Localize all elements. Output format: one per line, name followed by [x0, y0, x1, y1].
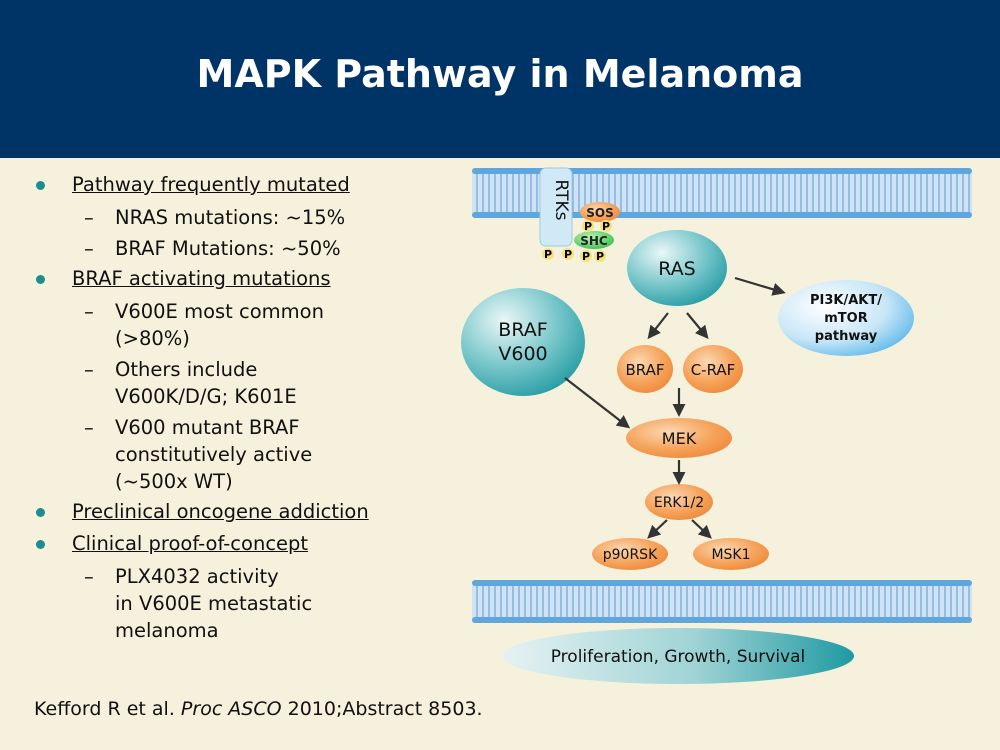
dash-icon: –: [84, 416, 94, 439]
bullet-text: BRAF activating mutations: [72, 267, 331, 290]
pi3k-label-line1: PI3K/AKT/: [810, 293, 882, 308]
title-banner: [0, 0, 1000, 158]
braf-v600-label-line1: BRAF: [498, 319, 547, 341]
sub-bullet-text: (>80%): [115, 327, 190, 350]
bullet-item: Preclinical oncogene addiction: [34, 497, 454, 527]
bullet-item: BRAF activating mutations: [34, 264, 454, 294]
p90rsk-node: [592, 538, 668, 570]
phospho-label: P: [602, 220, 610, 233]
bullet-item: Pathway frequently mutated: [34, 170, 454, 200]
pathway-arrows: [564, 276, 786, 539]
pi3k-label-line2: mTOR: [824, 311, 867, 326]
outcome-node: [502, 628, 854, 684]
sub-bullet-item: – V600 mutant BRAF constitutively active…: [34, 414, 454, 495]
sub-bullet-item: – BRAF Mutations: ~50%: [34, 235, 454, 262]
p90rsk-label: p90RSK: [603, 547, 658, 563]
arrow-ras-craf: [686, 312, 709, 340]
dash-icon: –: [84, 358, 94, 381]
bullet-item: Clinical proof-of-concept: [34, 529, 454, 559]
sub-bullet-text: Others include: [115, 358, 258, 381]
slide-title: MAPK Pathway in Melanoma: [196, 52, 804, 96]
mek-label: MEK: [662, 429, 697, 448]
sub-bullet-text: V600K/D/G; K601E: [115, 385, 297, 408]
rtks-label: RTKs: [551, 180, 571, 221]
shc-label: SHC: [580, 234, 608, 248]
phospho-label: P: [584, 220, 592, 233]
arrow-erk-msk1: [691, 519, 712, 539]
sub-bullet-item: – NRAS mutations: ~15%: [34, 204, 454, 231]
bullet-text: Clinical proof-of-concept: [72, 532, 309, 555]
sos-label: SOS: [586, 206, 614, 220]
shc-node: [574, 231, 614, 249]
dash-icon: –: [84, 206, 94, 229]
bullet-text: Preclinical oncogene addiction: [72, 500, 369, 523]
ras-node: [627, 230, 727, 306]
dash-icon: –: [84, 300, 94, 323]
phospho-groups: P P P P P P: [542, 220, 612, 263]
phospho-label: P: [544, 248, 552, 261]
arrow-brafv600-mek: [564, 377, 631, 429]
braf-v600-label-line2: V600: [498, 343, 547, 365]
sub-bullet-item: – PLX4032 activity in V600E metastatic m…: [34, 563, 454, 644]
sub-bullet-text: melanoma: [115, 619, 219, 642]
phospho-label: P: [596, 250, 604, 263]
sub-bullet-text: constitutively active: [115, 443, 313, 466]
citation: Kefford R et al. Proc ASCO 2010;Abstract…: [34, 698, 483, 720]
craf-label: C-RAF: [691, 361, 736, 379]
sub-bullet-text: V600E most common: [115, 300, 324, 323]
bullet-dot-icon: [36, 275, 45, 284]
sub-bullet-text: NRAS mutations: ~15%: [115, 206, 346, 229]
rtk-receptor: RTKs: [539, 167, 573, 247]
phospho-label: P: [582, 250, 590, 263]
msk1-label: MSK1: [711, 547, 750, 563]
citation-journal: Proc ASCO: [180, 698, 282, 720]
citation-details: 2010;Abstract 8503.: [281, 698, 483, 720]
bullet-dot-icon: [36, 508, 45, 517]
mek-node: [626, 418, 732, 458]
braf-v600-node: [461, 288, 585, 396]
pi3k-node: [778, 280, 914, 356]
bullet-dot-icon: [36, 540, 45, 549]
erk-node: [645, 484, 713, 520]
dash-icon: –: [84, 565, 94, 588]
pi3k-label-line3: pathway: [815, 329, 878, 344]
sub-bullet-text: V600 mutant BRAF: [115, 416, 300, 439]
citation-authors: Kefford R et al.: [34, 698, 181, 720]
sos-node: [580, 202, 620, 222]
dash-icon: –: [84, 237, 94, 260]
sub-bullet-text: BRAF Mutations: ~50%: [115, 237, 341, 260]
msk1-node: [693, 538, 769, 570]
craf-node: [683, 345, 743, 393]
erk-label: ERK1/2: [654, 495, 704, 511]
bullet-dot-icon: [36, 181, 45, 190]
bullet-list: Pathway frequently mutated – NRAS mutati…: [34, 168, 454, 644]
bullet-text: Pathway frequently mutated: [72, 173, 350, 196]
arrow-erk-p90rsk: [647, 519, 668, 539]
sub-bullet-text: in V600E metastatic: [115, 592, 313, 615]
braf-label: BRAF: [626, 361, 665, 379]
phospho-label: P: [564, 248, 572, 261]
sub-bullet-text: PLX4032 activity: [115, 565, 279, 588]
cell-membrane-bottom: [472, 580, 972, 623]
ras-label: RAS: [658, 258, 696, 280]
sub-bullet-item: – Others include V600K/D/G; K601E: [34, 356, 454, 410]
outcome-label: Proliferation, Growth, Survival: [551, 647, 806, 667]
sub-bullet-item: – V600E most common (>80%): [34, 298, 454, 352]
sub-bullet-text: (~500x WT): [115, 470, 233, 493]
arrow-ras-pi3k: [734, 276, 786, 296]
braf-node: [617, 345, 673, 393]
arrow-ras-braf: [647, 312, 669, 340]
